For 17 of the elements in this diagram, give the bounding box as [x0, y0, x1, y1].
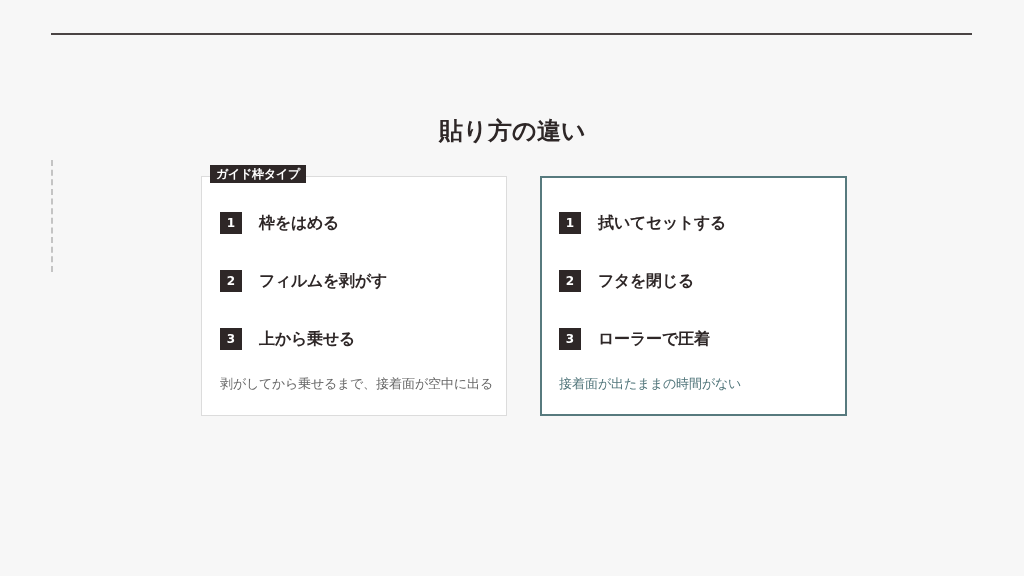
step-number-badge: 3 [559, 328, 581, 350]
step-number-badge: 1 [559, 212, 581, 234]
slide-title: 貼り方の違い [437, 116, 587, 147]
step-number-badge: 2 [559, 270, 581, 292]
card-tag: ガイド枠タイプ [210, 165, 306, 183]
step-number-badge: 1 [220, 212, 242, 234]
step-text: フタを閉じる [598, 270, 694, 292]
step-number-badge: 3 [220, 328, 242, 350]
step-number-badge: 2 [220, 270, 242, 292]
step-text: 拭いてセットする [598, 212, 726, 234]
step-text: 上から乗せる [259, 328, 355, 350]
method-card [540, 176, 847, 416]
note-text: 剥がしてから乗せるまで、接着面が空中に出る [220, 375, 493, 393]
note-text: 接着面が出たままの時間がない [559, 375, 741, 393]
step-text: フィルムを剥がす [259, 270, 387, 292]
step-text: 枠をはめる [259, 212, 339, 234]
step-text: ローラーで圧着 [598, 328, 710, 350]
